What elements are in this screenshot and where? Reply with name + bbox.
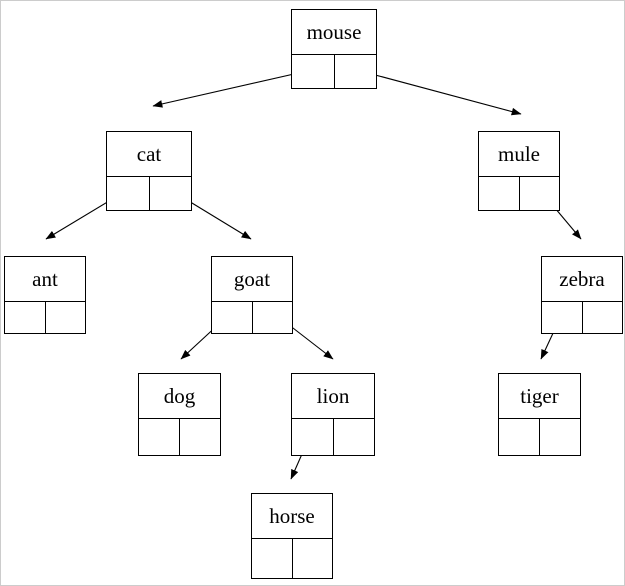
tree-node-pointer-cells-lion: [292, 419, 374, 455]
tree-node-cat[interactable]: cat: [106, 131, 192, 211]
tree-node-left-pointer-goat[interactable]: [212, 302, 253, 333]
tree-node-right-pointer-ant[interactable]: [46, 302, 86, 333]
tree-node-pointer-cells-tiger: [499, 419, 580, 455]
tree-node-label-zebra: zebra: [542, 257, 622, 302]
tree-node-ant[interactable]: ant: [4, 256, 86, 334]
tree-node-lion[interactable]: lion: [291, 373, 375, 456]
tree-node-label-cat: cat: [107, 132, 191, 177]
tree-node-label-mouse: mouse: [292, 10, 376, 55]
tree-node-right-pointer-lion[interactable]: [334, 419, 375, 455]
tree-node-left-pointer-ant[interactable]: [5, 302, 46, 333]
tree-node-label-dog: dog: [139, 374, 220, 419]
tree-node-mouse[interactable]: mouse: [291, 9, 377, 89]
tree-node-goat[interactable]: goat: [211, 256, 293, 334]
tree-edge-mouse-right-to-mule: [352, 68, 522, 116]
tree-node-left-pointer-zebra[interactable]: [542, 302, 583, 333]
tree-node-label-ant: ant: [5, 257, 85, 302]
tree-node-tiger[interactable]: tiger: [498, 373, 581, 456]
tree-node-pointer-cells-mule: [479, 177, 559, 210]
tree-node-label-mule: mule: [479, 132, 559, 177]
tree-node-zebra[interactable]: zebra: [541, 256, 623, 334]
tree-node-left-pointer-mouse[interactable]: [292, 55, 335, 88]
tree-node-right-pointer-tiger[interactable]: [540, 419, 580, 455]
tree-node-left-pointer-horse[interactable]: [252, 539, 293, 578]
tree-node-right-pointer-dog[interactable]: [180, 419, 220, 455]
tree-node-left-pointer-cat[interactable]: [107, 177, 150, 210]
tree-node-right-pointer-zebra[interactable]: [583, 302, 623, 333]
tree-node-left-pointer-tiger[interactable]: [499, 419, 540, 455]
tree-node-label-goat: goat: [212, 257, 292, 302]
tree-node-mule[interactable]: mule: [478, 131, 560, 211]
tree-node-left-pointer-lion[interactable]: [292, 419, 334, 455]
tree-node-pointer-cells-goat: [212, 302, 292, 333]
tree-node-right-pointer-mouse[interactable]: [335, 55, 377, 88]
tree-node-dog[interactable]: dog: [138, 373, 221, 456]
tree-node-right-pointer-mule[interactable]: [520, 177, 560, 210]
tree-node-label-horse: horse: [252, 494, 332, 539]
tree-node-pointer-cells-dog: [139, 419, 220, 455]
tree-node-left-pointer-mule[interactable]: [479, 177, 520, 210]
tree-node-pointer-cells-mouse: [292, 55, 376, 88]
tree-node-label-tiger: tiger: [499, 374, 580, 419]
tree-node-pointer-cells-horse: [252, 539, 332, 578]
tree-node-pointer-cells-zebra: [542, 302, 622, 333]
tree-node-horse[interactable]: horse: [251, 493, 333, 579]
tree-node-pointer-cells-cat: [107, 177, 191, 210]
tree-node-right-pointer-horse[interactable]: [293, 539, 333, 578]
tree-node-left-pointer-dog[interactable]: [139, 419, 180, 455]
tree-node-right-pointer-goat[interactable]: [253, 302, 293, 333]
tree-node-pointer-cells-ant: [5, 302, 85, 333]
tree-node-label-lion: lion: [292, 374, 374, 419]
tree-node-right-pointer-cat[interactable]: [150, 177, 192, 210]
